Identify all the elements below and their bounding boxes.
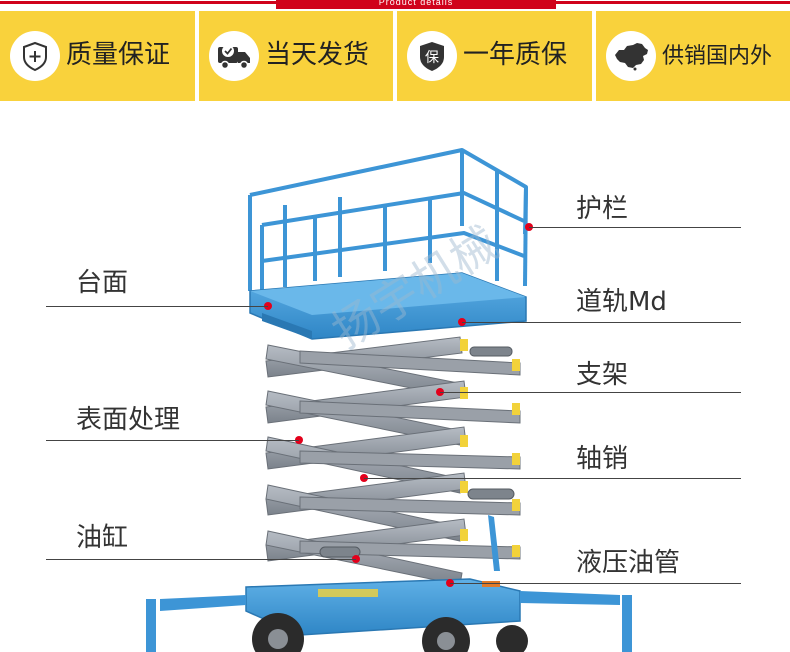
callout-hydraulic-hose: 液压油管 <box>576 548 681 578</box>
leader-line <box>364 478 741 479</box>
badge-quality: 质量保证 <box>0 11 195 101</box>
callout-oil-cylinder: 油缸 <box>76 523 129 553</box>
base-chassis <box>146 578 632 652</box>
callout-guardrail: 护栏 <box>576 194 629 224</box>
leader-line <box>462 322 741 323</box>
china-map-icon <box>606 31 656 81</box>
wheels <box>252 613 528 652</box>
leader-line <box>46 559 356 560</box>
guardrail <box>248 148 528 291</box>
banner-tab: Product details <box>276 0 556 9</box>
pin-caps <box>460 339 520 557</box>
hydraulic-cylinders <box>319 346 515 558</box>
badge-domestic-foreign: 供销国内外 <box>596 11 790 101</box>
badge-same-day: 当天发货 <box>199 11 393 101</box>
callout-surface-treatment: 表面处理 <box>76 405 181 435</box>
callout-platform: 台面 <box>76 268 129 298</box>
scissor-lift-illustration: 扬宇机械 <box>146 148 632 652</box>
scissor-arms <box>265 336 521 586</box>
badge-label: 质量保证 <box>66 40 171 70</box>
leader-line <box>529 227 741 228</box>
callout-rail: 道轨Md <box>576 287 667 317</box>
top-banner: Product details <box>0 0 790 10</box>
delivery-truck-icon <box>209 31 259 81</box>
product-diagram: 扬宇机械 台面 表面处理 油缸 护栏 道轨Md 支架 轴销 液压油管 <box>0 101 790 652</box>
warranty-shield-icon: 保 <box>407 31 457 81</box>
svg-text:保: 保 <box>425 50 439 66</box>
leader-line <box>46 306 268 307</box>
callout-bracket: 支架 <box>576 360 629 390</box>
callout-axle-pin: 轴销 <box>576 444 629 474</box>
badge-label: 当天发货 <box>265 40 370 70</box>
leader-line <box>440 392 741 393</box>
leader-line <box>450 583 741 584</box>
badge-warranty: 保 一年质保 <box>397 11 592 101</box>
leader-line <box>46 440 299 441</box>
feature-badges: 质量保证 当天发货 保 一年质保 <box>0 11 790 101</box>
platform-deck <box>249 272 527 340</box>
tow-handle <box>488 515 500 571</box>
badge-label: 供销国内外 <box>662 44 773 69</box>
shield-plus-icon <box>10 31 60 81</box>
badge-label: 一年质保 <box>463 40 568 70</box>
